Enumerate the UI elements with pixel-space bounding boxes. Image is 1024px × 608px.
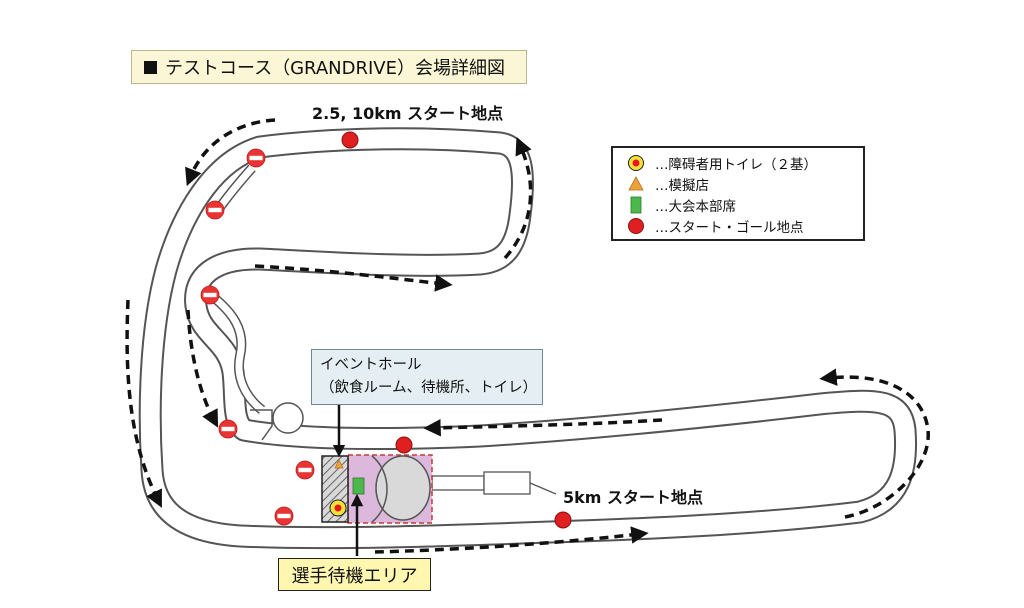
start-goal-icon [628,217,644,234]
start-goal-marker [341,131,359,149]
direction-arrow [185,118,276,187]
start-goal-marker [554,511,572,529]
legend-item: …模擬店 [625,173,855,194]
direction-arrow [503,137,533,260]
event-hall-details: （飲食ルーム、待機所、トイレ） [320,380,538,396]
start-goal-markers [341,131,572,529]
direction-arrow [423,418,663,437]
course-track [138,127,918,550]
start-goal-marker [395,436,413,454]
legend-item: …障碍者用トイレ（２基） [625,152,855,173]
title-square-icon [144,60,157,74]
toilet-icon [628,154,644,171]
legend-item: …スタート・ゴール地点 [625,215,855,236]
shop-icon [628,175,644,190]
hq-icon [630,196,642,213]
map-title-text: テストコース（GRANDRIVE）会場詳細図 [165,58,505,79]
callout-pointers [332,405,364,556]
direction-arrow [374,526,649,554]
legend: …障碍者用トイレ（２基） …模擬店 …大会本部席 …スタート・ゴール地点 [611,146,865,241]
direction-arrow [254,264,453,292]
event-hall-callout: イベントホール （飲食ルーム、待機所、トイレ） [311,349,543,405]
waiting-area-label: 選手待機エリア [291,565,418,587]
shop-marker [334,459,344,469]
toilet-marker [329,499,347,517]
event-hall-title: イベントホール [320,357,422,373]
map-title: テストコース（GRANDRIVE）会場詳細図 [131,50,527,84]
hq-marker [352,477,365,495]
start-label-long: 2.5, 10km スタート地点 [312,104,504,123]
waiting-area-callout: 選手待機エリア [278,558,431,591]
direction-arrows [125,118,930,554]
start-label-5km: 5km スタート地点 [563,488,704,507]
legend-item: …大会本部席 [625,194,855,215]
